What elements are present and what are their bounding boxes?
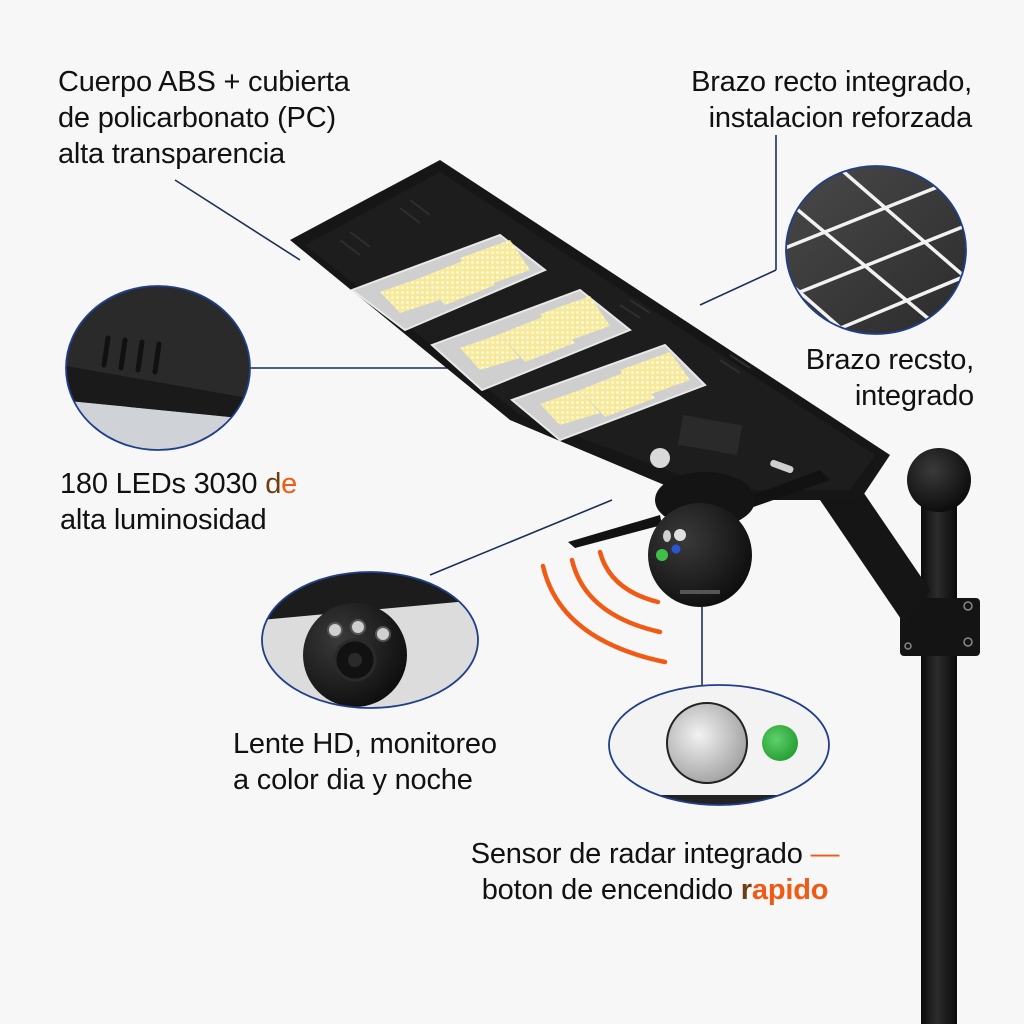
callout-lens-line-2: a color dia y noche bbox=[233, 764, 473, 796]
led-module-1 bbox=[349, 233, 547, 332]
callout-arm-side-line-1: Brazo recsto, bbox=[805, 344, 974, 376]
callout-radar-dash: — bbox=[810, 838, 840, 870]
callout-leds-line-1: 180 LEDs 3030 de bbox=[60, 466, 297, 502]
leader-lines bbox=[174, 135, 777, 690]
callout-radar-line2-text: boton de encendido bbox=[481, 874, 741, 906]
callout-lens-line-1: Lente HD, monitoreo bbox=[233, 728, 497, 760]
callout-leds-accent-d: d bbox=[265, 468, 282, 500]
led-module-2 bbox=[430, 288, 632, 392]
callout-radar-line-1: Sensor de radar integrado — bbox=[420, 836, 890, 872]
callout-leds-line-2: alta luminosidad bbox=[60, 504, 267, 536]
inset-radar-button-detail bbox=[609, 685, 829, 805]
inset-solar-panel-detail bbox=[786, 166, 966, 334]
callout-body-material: Cuerpo ABS + cubierta de policarbonato (… bbox=[58, 64, 350, 172]
inset-vent-detail bbox=[66, 286, 250, 450]
callout-body-material-line-3: alta transparencia bbox=[58, 138, 285, 170]
callout-arm-top-line-1: Brazo recto integrado, bbox=[691, 66, 972, 98]
callout-leds-main-text: 180 LEDs 3030 bbox=[60, 468, 266, 500]
radar-waves-icon bbox=[540, 549, 668, 665]
callout-body-material-line-2: de policarbonato (PC) bbox=[58, 102, 336, 134]
callout-lens: Lente HD, monitoreo a color dia y noche bbox=[233, 726, 497, 798]
callout-radar-main-text: Sensor de radar integrado bbox=[470, 838, 811, 870]
inset-camera-lens-detail bbox=[262, 572, 478, 708]
callout-arm-side-line-2: integrado bbox=[854, 380, 974, 412]
callout-radar-accent-rest: apido bbox=[751, 874, 829, 906]
callout-radar: Sensor de radar integrado — boton de enc… bbox=[420, 836, 890, 908]
camera-dome bbox=[568, 470, 830, 607]
lamp-body bbox=[290, 160, 890, 500]
callout-leds-accent-e: e bbox=[281, 468, 298, 500]
callout-body-material-line-1: Cuerpo ABS + cubierta bbox=[58, 66, 350, 98]
callout-arm-side: Brazo recsto, integrado bbox=[806, 342, 974, 414]
callout-radar-line-2: boton de encendido rapido bbox=[420, 872, 890, 908]
pole bbox=[820, 448, 980, 1024]
callout-arm-top: Brazo recto integrado, instalacion refor… bbox=[691, 64, 972, 136]
callout-radar-accent-r: r bbox=[740, 874, 752, 906]
callout-arm-top-line-2: instalacion reforzada bbox=[708, 102, 973, 134]
callout-leds: 180 LEDs 3030 de alta luminosidad bbox=[60, 466, 297, 538]
led-module-3 bbox=[510, 343, 707, 442]
